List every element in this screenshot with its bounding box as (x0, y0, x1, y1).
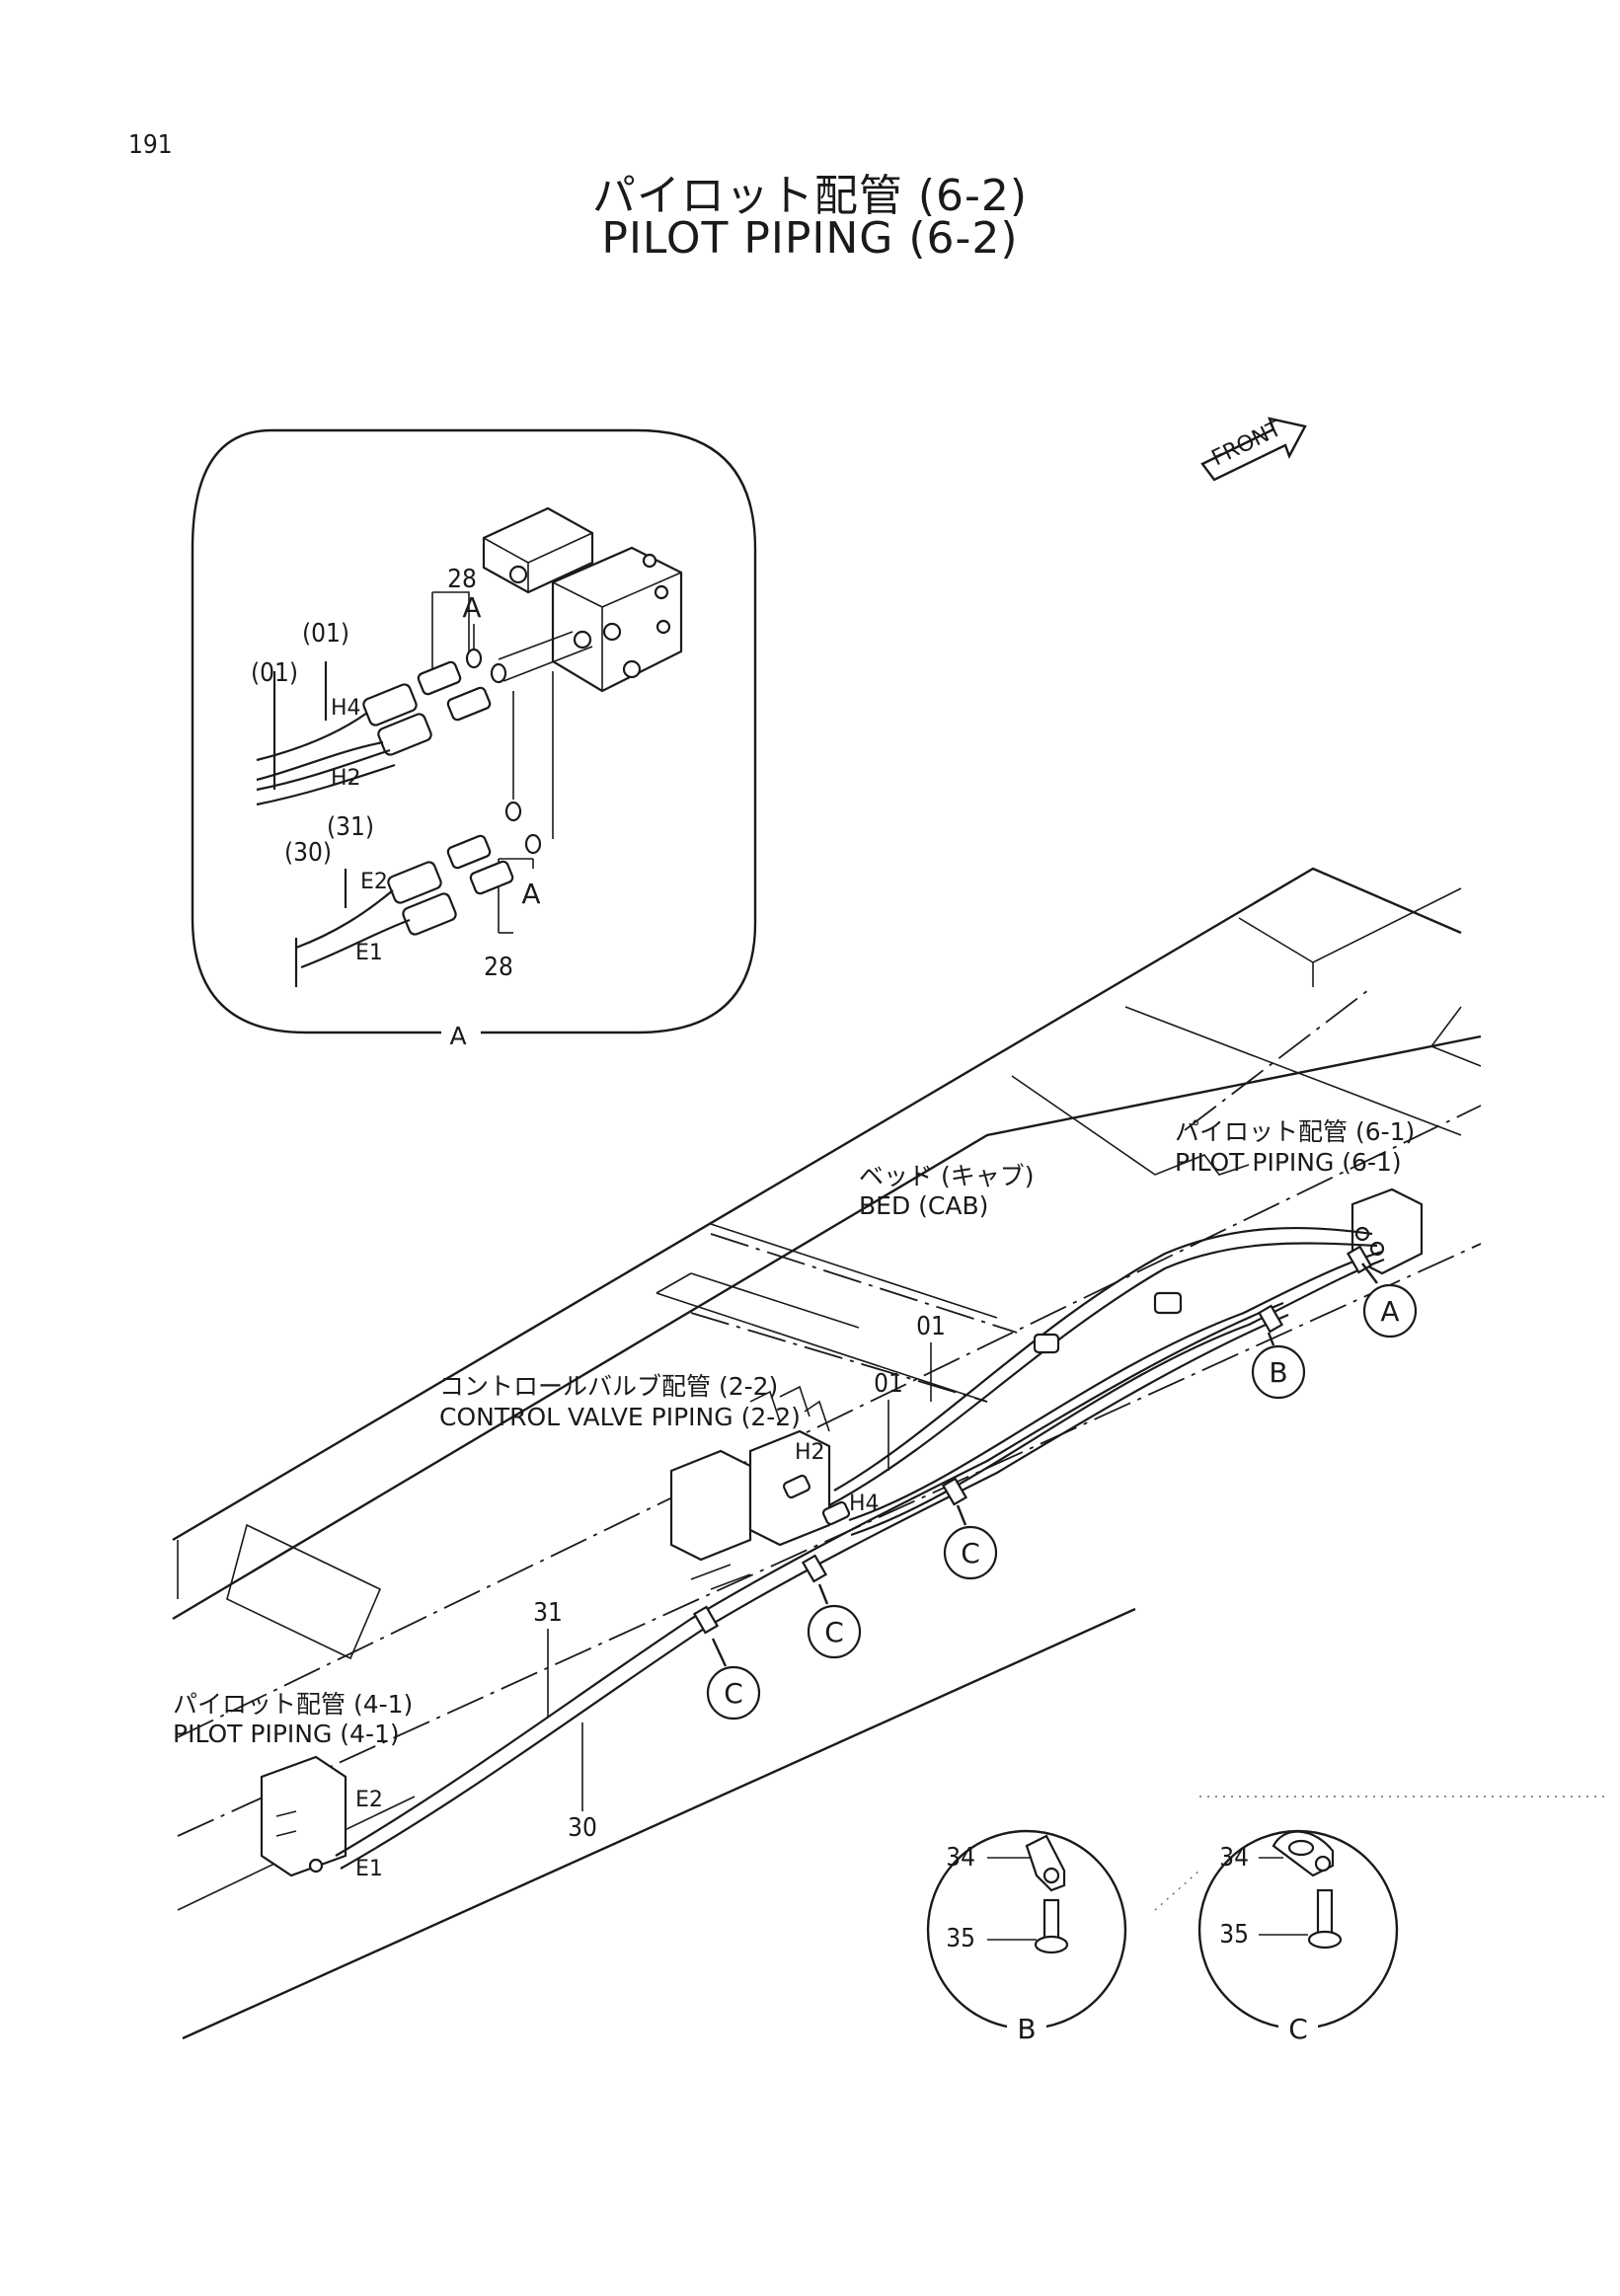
ref-marker-b: B (1251, 1332, 1306, 1400)
detail-a-part-28-top: 28 (447, 565, 477, 594)
detail-a-part-01-left: (01) (251, 658, 298, 688)
main-port-h2: H2 (795, 1440, 825, 1465)
detail-b-part-34: 34 (946, 1843, 975, 1873)
upper-hose-assembly (256, 660, 492, 806)
clamp-icon (1025, 1834, 1066, 1892)
main-part-30: 30 (568, 1813, 597, 1843)
main-hose-run (335, 1226, 1385, 1870)
detail-a-part-01-right: (01) (302, 619, 349, 649)
lower-hose-assembly (294, 834, 514, 987)
control-valve-label-en: CONTROL VALVE PIPING (2-2) (439, 1403, 801, 1431)
detail-a-port-h2: H2 (331, 766, 361, 791)
main-part-01-a: 01 (916, 1312, 946, 1341)
title-japanese: パイロット配管 (6-2) (591, 171, 1029, 221)
bed-label-en: BED (CAB) (859, 1191, 988, 1220)
pilot-6-1-label-en: PILOT PIPING (6-1) (1175, 1148, 1402, 1177)
ref-a-label: A (1380, 1295, 1399, 1328)
main-port-e1: E1 (355, 1857, 383, 1881)
pilot-4-1-label-ja: パイロット配管 (4-1) (173, 1690, 413, 1719)
ref-b-label: B (1269, 1356, 1287, 1389)
detail-a-marker-a-bottom: A (521, 878, 540, 910)
detail-a-port-h4: H4 (331, 696, 361, 721)
bed-label-ja: ベッド (キャブ) (859, 1162, 1034, 1190)
pilot-6-1-label-ja: パイロット配管 (6-1) (1175, 1117, 1415, 1146)
detail-a-part-30: (30) (284, 838, 332, 868)
front-arrow-icon: FRONT (1200, 417, 1307, 482)
main-port-e2: E2 (355, 1788, 383, 1812)
pilot-4-1-label-en: PILOT PIPING (4-1) (173, 1720, 400, 1748)
page-number: 191 (128, 130, 173, 160)
ref-c1-label: C (961, 1537, 980, 1569)
detail-a-port-e2: E2 (360, 870, 388, 894)
detail-a-label: A (449, 1022, 466, 1050)
detail-b-view: B 34 35 (926, 1829, 1127, 2045)
bolt-icon (1307, 1888, 1343, 1950)
detail-a-view: A 28 A (191, 428, 757, 1050)
ref-marker-c3: C (706, 1638, 761, 1721)
detail-a-part-28-bottom: 28 (484, 953, 513, 982)
pilot-valve-block (482, 506, 683, 693)
ref-c2-label: C (824, 1616, 844, 1648)
main-part-31: 31 (533, 1598, 563, 1628)
main-port-h4: H4 (849, 1492, 880, 1516)
clamp-icon (1272, 1830, 1335, 1877)
detail-a-part-31: (31) (327, 812, 374, 842)
control-valve-label-ja: コントロールバルブ配管 (2-2) (439, 1372, 778, 1401)
detail-b-part-35: 35 (946, 1924, 975, 1953)
detail-c-part-35: 35 (1219, 1920, 1249, 1950)
detail-a-port-e1: E1 (355, 941, 383, 965)
bolt-icon (1034, 1898, 1069, 1954)
title-english: PILOT PIPING (6-2) (601, 213, 1019, 264)
ref-marker-c2: C (807, 1583, 862, 1659)
detail-c-label: C (1288, 2013, 1308, 2045)
detail-c-view: C 34 35 (1154, 1796, 1609, 2045)
detail-a-marker-a-top: A (462, 591, 481, 624)
detail-b-label: B (1017, 2013, 1036, 2045)
detail-c-part-34: 34 (1219, 1843, 1249, 1873)
main-frame-outline (172, 867, 1482, 2040)
ref-marker-a: A (1361, 1263, 1418, 1339)
lower-pilot-valve-block (260, 1755, 347, 1877)
ref-c3-label: C (724, 1677, 743, 1710)
main-part-01-b: 01 (874, 1369, 903, 1399)
ref-marker-c1: C (943, 1504, 998, 1580)
